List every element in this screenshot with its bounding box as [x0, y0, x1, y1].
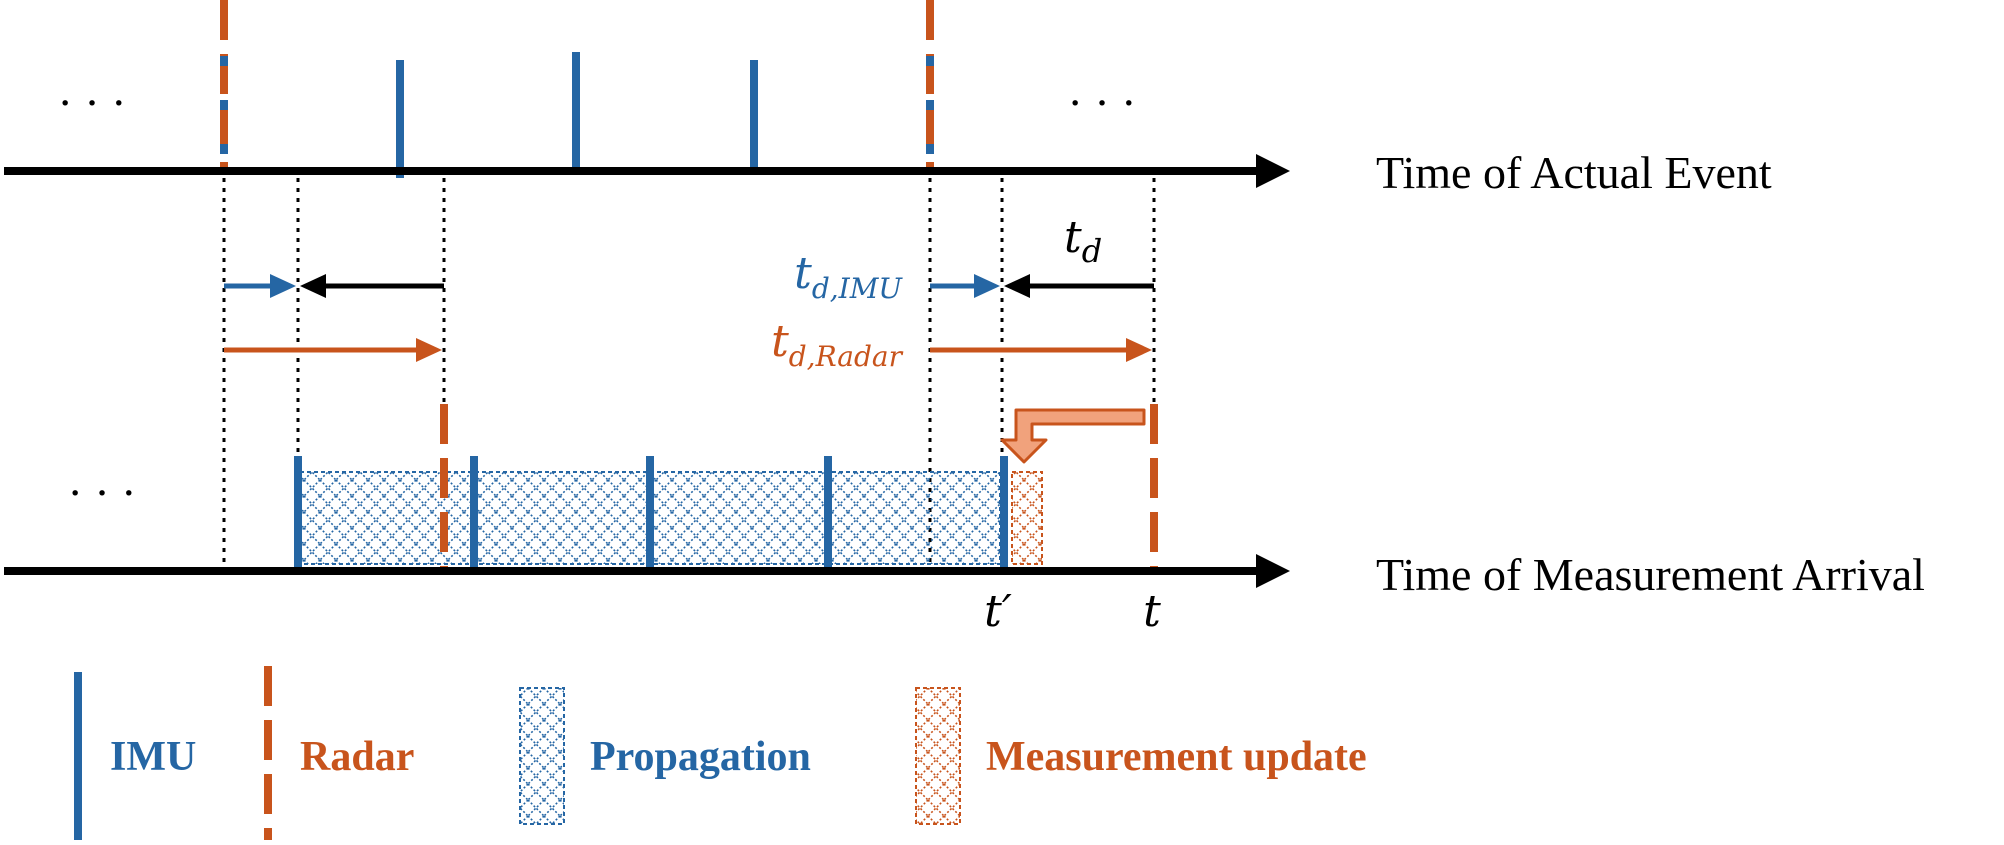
legend-propagation-label: Propagation	[590, 734, 811, 780]
t-label: t	[1143, 586, 1161, 637]
td-label: td	[1064, 212, 1102, 270]
legend: IMU Radar Propagation Measurement update	[74, 666, 1367, 840]
measurement-update-block	[1011, 471, 1043, 565]
radar-delay-label-main: t	[771, 316, 789, 367]
td-arrowhead-right	[1004, 274, 1030, 298]
legend-imu-label: IMU	[110, 734, 196, 780]
legend-radar-label: Radar	[300, 734, 414, 780]
td-arrowhead-left	[300, 274, 326, 298]
top-axis-arrowhead	[1256, 154, 1290, 188]
top-axis-label: Time of Actual Event	[1376, 147, 1772, 198]
bottom-axis-arrowhead	[1256, 554, 1290, 588]
radar-delay-label: td,Radar	[771, 316, 904, 373]
bottom-axis-label: Time of Measurement Arrival	[1376, 549, 1925, 600]
td-label-sub: d	[1082, 232, 1102, 270]
legend-propagation-symbol	[519, 687, 565, 825]
update-bent-arrow	[1000, 408, 1146, 464]
imu-delay-arrowhead-left	[270, 274, 296, 298]
legend-measurement-update-symbol	[915, 687, 961, 825]
top-right-ellipsis: · · ·	[1068, 77, 1137, 128]
imu-delay-label-sub: d,IMU	[812, 272, 904, 305]
radar-delay-arrowhead-left	[416, 338, 442, 362]
imu-delay-arrowhead-right	[974, 274, 1000, 298]
t-prime-label: t′	[984, 586, 1012, 637]
imu-delay-label-main: t	[794, 248, 812, 299]
top-left-ellipsis: · · ·	[58, 77, 127, 128]
td-label-main: t	[1064, 212, 1082, 263]
legend-measurement-update-label: Measurement update	[986, 734, 1367, 780]
radar-delay-label-sub: d,Radar	[789, 340, 904, 373]
bottom-left-ellipsis: · · ·	[68, 467, 137, 518]
radar-delay-arrowhead-right	[1126, 338, 1152, 362]
imu-delay-label: td,IMU	[794, 248, 903, 305]
